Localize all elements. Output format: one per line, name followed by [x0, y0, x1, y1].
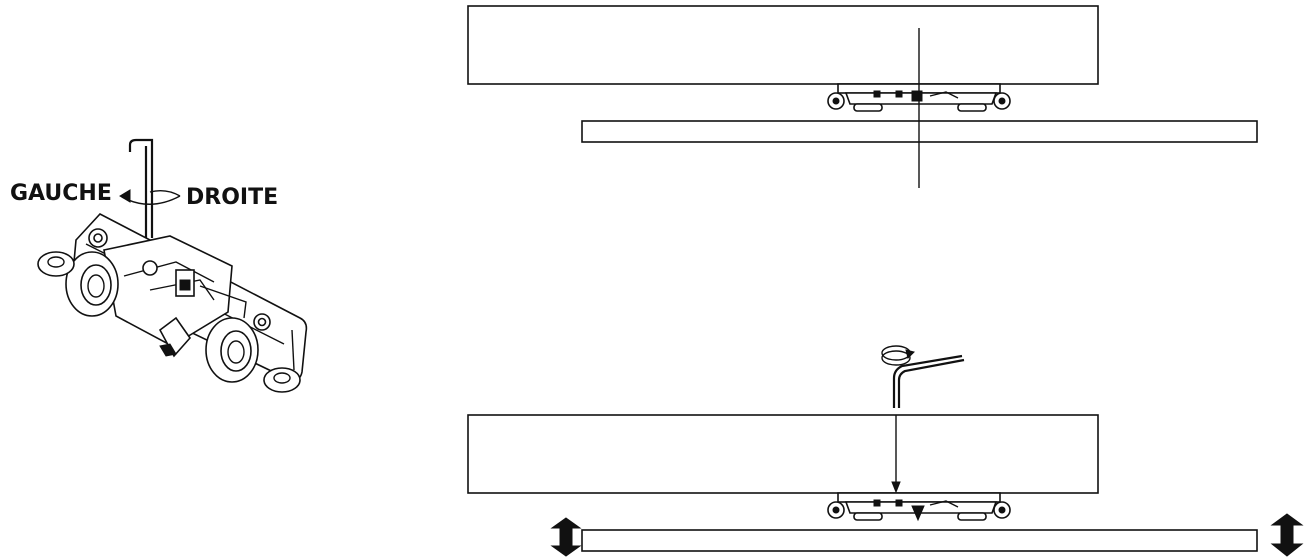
- top-panel: [467, 5, 1099, 85]
- top-front-view: [467, 5, 1258, 188]
- left-direction-label: GAUCHE: [10, 181, 112, 206]
- roller-carriage-icon: [37, 213, 308, 393]
- right-direction-label: DROITE: [186, 185, 278, 210]
- bottom-door-rail: [581, 529, 1258, 552]
- double-arrow-icon: [1270, 513, 1304, 557]
- hex-key-icon: [892, 354, 965, 408]
- bottom-adjust-view: [467, 345, 1304, 557]
- double-arrow-icon: [550, 517, 582, 557]
- rotate-arrow-icon: [119, 189, 181, 205]
- hex-key-icon: [128, 138, 154, 238]
- rotate-arrow-icon: [881, 345, 915, 366]
- bottom-panel: [467, 414, 1099, 494]
- isometric-carriage-illustration: GAUCHE DROITE: [10, 138, 308, 393]
- roller-carriage-icon: [827, 492, 1011, 522]
